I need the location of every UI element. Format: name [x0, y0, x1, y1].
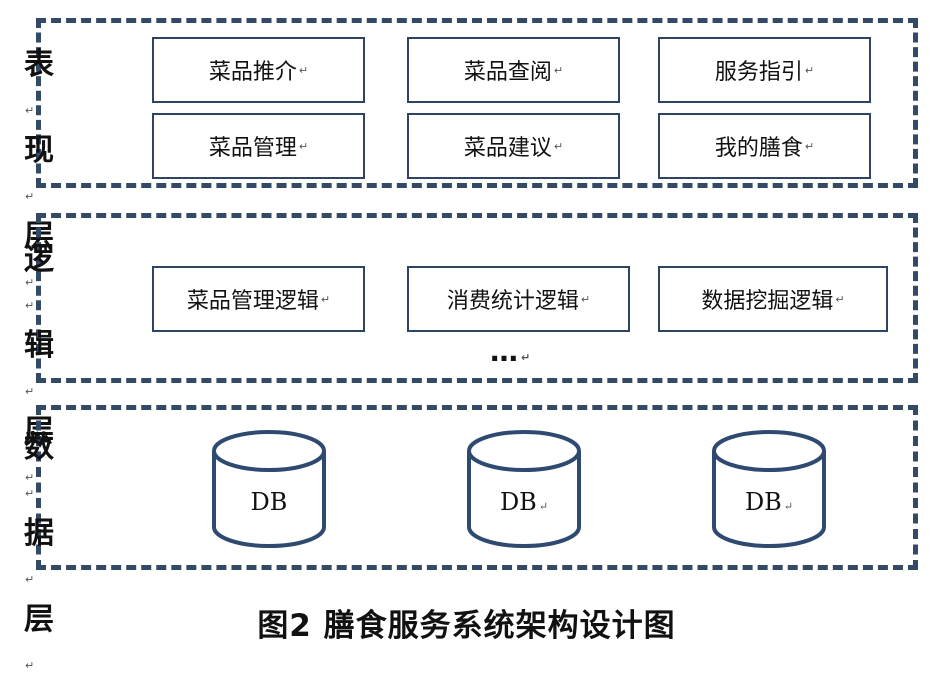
box-data-mining-logic: 数据挖掘逻辑 [658, 266, 888, 332]
box-dish-manage-logic: 菜品管理逻辑 [152, 266, 365, 332]
more-ellipsis: … [490, 335, 531, 368]
database-icon: DB [211, 428, 327, 550]
box-dish-suggest: 菜品建议 [407, 113, 620, 179]
layer-label-char: 表 [24, 45, 64, 131]
box-consumption-stats-logic: 消费统计逻辑 [407, 266, 630, 332]
presentation-layer-label: 表 现 层 [24, 45, 64, 254]
box-my-meals: 我的膳食 [658, 113, 871, 179]
box-service-guide: 服务指引 [658, 37, 871, 103]
layer-label-char: 辑 [24, 326, 64, 412]
database-icon: DB [711, 428, 827, 550]
database-label: DB [250, 488, 288, 516]
logic-layer-label: 逻 辑 层 [24, 240, 64, 449]
layer-label-char: 据 [24, 514, 64, 600]
figure-caption: 图2 膳食服务系统架构设计图 [257, 608, 676, 644]
database-label: DB [711, 488, 827, 516]
box-dish-browse: 菜品查阅 [407, 37, 620, 103]
layer-label-char: 数 [24, 428, 64, 514]
box-dish-recommend: 菜品推介 [152, 37, 365, 103]
layer-label-char: 逻 [24, 240, 64, 326]
layer-label-char: 层 [24, 600, 64, 686]
data-layer-label: 数 据 层 [24, 428, 64, 637]
box-dish-manage: 菜品管理 [152, 113, 365, 179]
database-label: DB [466, 488, 582, 516]
layer-label-char: 现 [24, 131, 64, 217]
database-icon: DB [466, 428, 582, 550]
